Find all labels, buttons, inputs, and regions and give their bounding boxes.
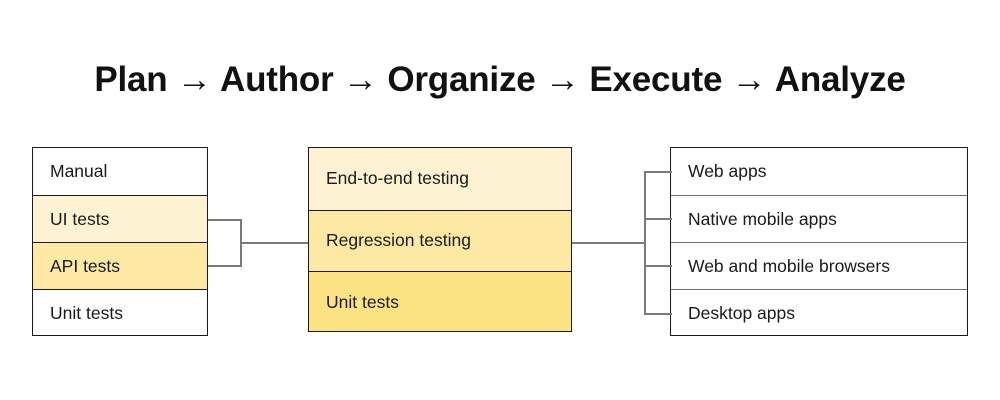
connector-line-right-stem: [572, 242, 646, 244]
row-label: Unit tests: [50, 302, 123, 323]
connector-line-web-apps: [644, 171, 672, 173]
list-item[interactable]: Unit tests: [33, 289, 207, 335]
test-level-stack: End-to-end testing Regression testing Un…: [308, 147, 572, 332]
row-label: Web and mobile browsers: [688, 255, 890, 276]
list-item[interactable]: Native mobile apps: [671, 195, 967, 242]
list-item[interactable]: Web and mobile browsers: [671, 242, 967, 289]
row-label: UI tests: [50, 208, 110, 229]
connector-line-api-tests: [208, 265, 242, 267]
list-item[interactable]: UI tests: [33, 195, 207, 242]
connector-line-browsers: [644, 265, 672, 267]
connector-line-ui-tests: [208, 219, 242, 221]
row-label: Manual: [50, 161, 108, 181]
row-label: Native mobile apps: [688, 208, 837, 229]
row-label: Desktop apps: [688, 302, 796, 323]
list-item[interactable]: Regression testing: [309, 209, 571, 271]
row-label: End-to-end testing: [326, 168, 470, 189]
row-label: Unit tests: [326, 291, 399, 312]
connector-line-left-stem: [240, 242, 308, 244]
list-item[interactable]: Desktop apps: [671, 289, 967, 335]
list-item[interactable]: Unit tests: [309, 271, 571, 331]
target-platform-stack: Web apps Native mobile apps Web and mobi…: [670, 147, 968, 336]
list-item[interactable]: Manual: [33, 148, 207, 195]
list-item[interactable]: API tests: [33, 242, 207, 289]
connector-line-native-mobile: [644, 218, 672, 220]
list-item[interactable]: Web apps: [671, 148, 967, 195]
page-title: Plan → Author → Organize → Execute → Ana…: [94, 60, 906, 99]
row-label: API tests: [50, 255, 121, 276]
test-type-stack: Manual UI tests API tests Unit tests: [32, 147, 208, 336]
row-label: Web apps: [688, 161, 767, 181]
row-label: Regression testing: [326, 230, 471, 251]
list-item[interactable]: End-to-end testing: [309, 148, 571, 210]
connector-line-desktop-apps: [644, 313, 672, 315]
right-fanout-bracket: [644, 171, 646, 315]
